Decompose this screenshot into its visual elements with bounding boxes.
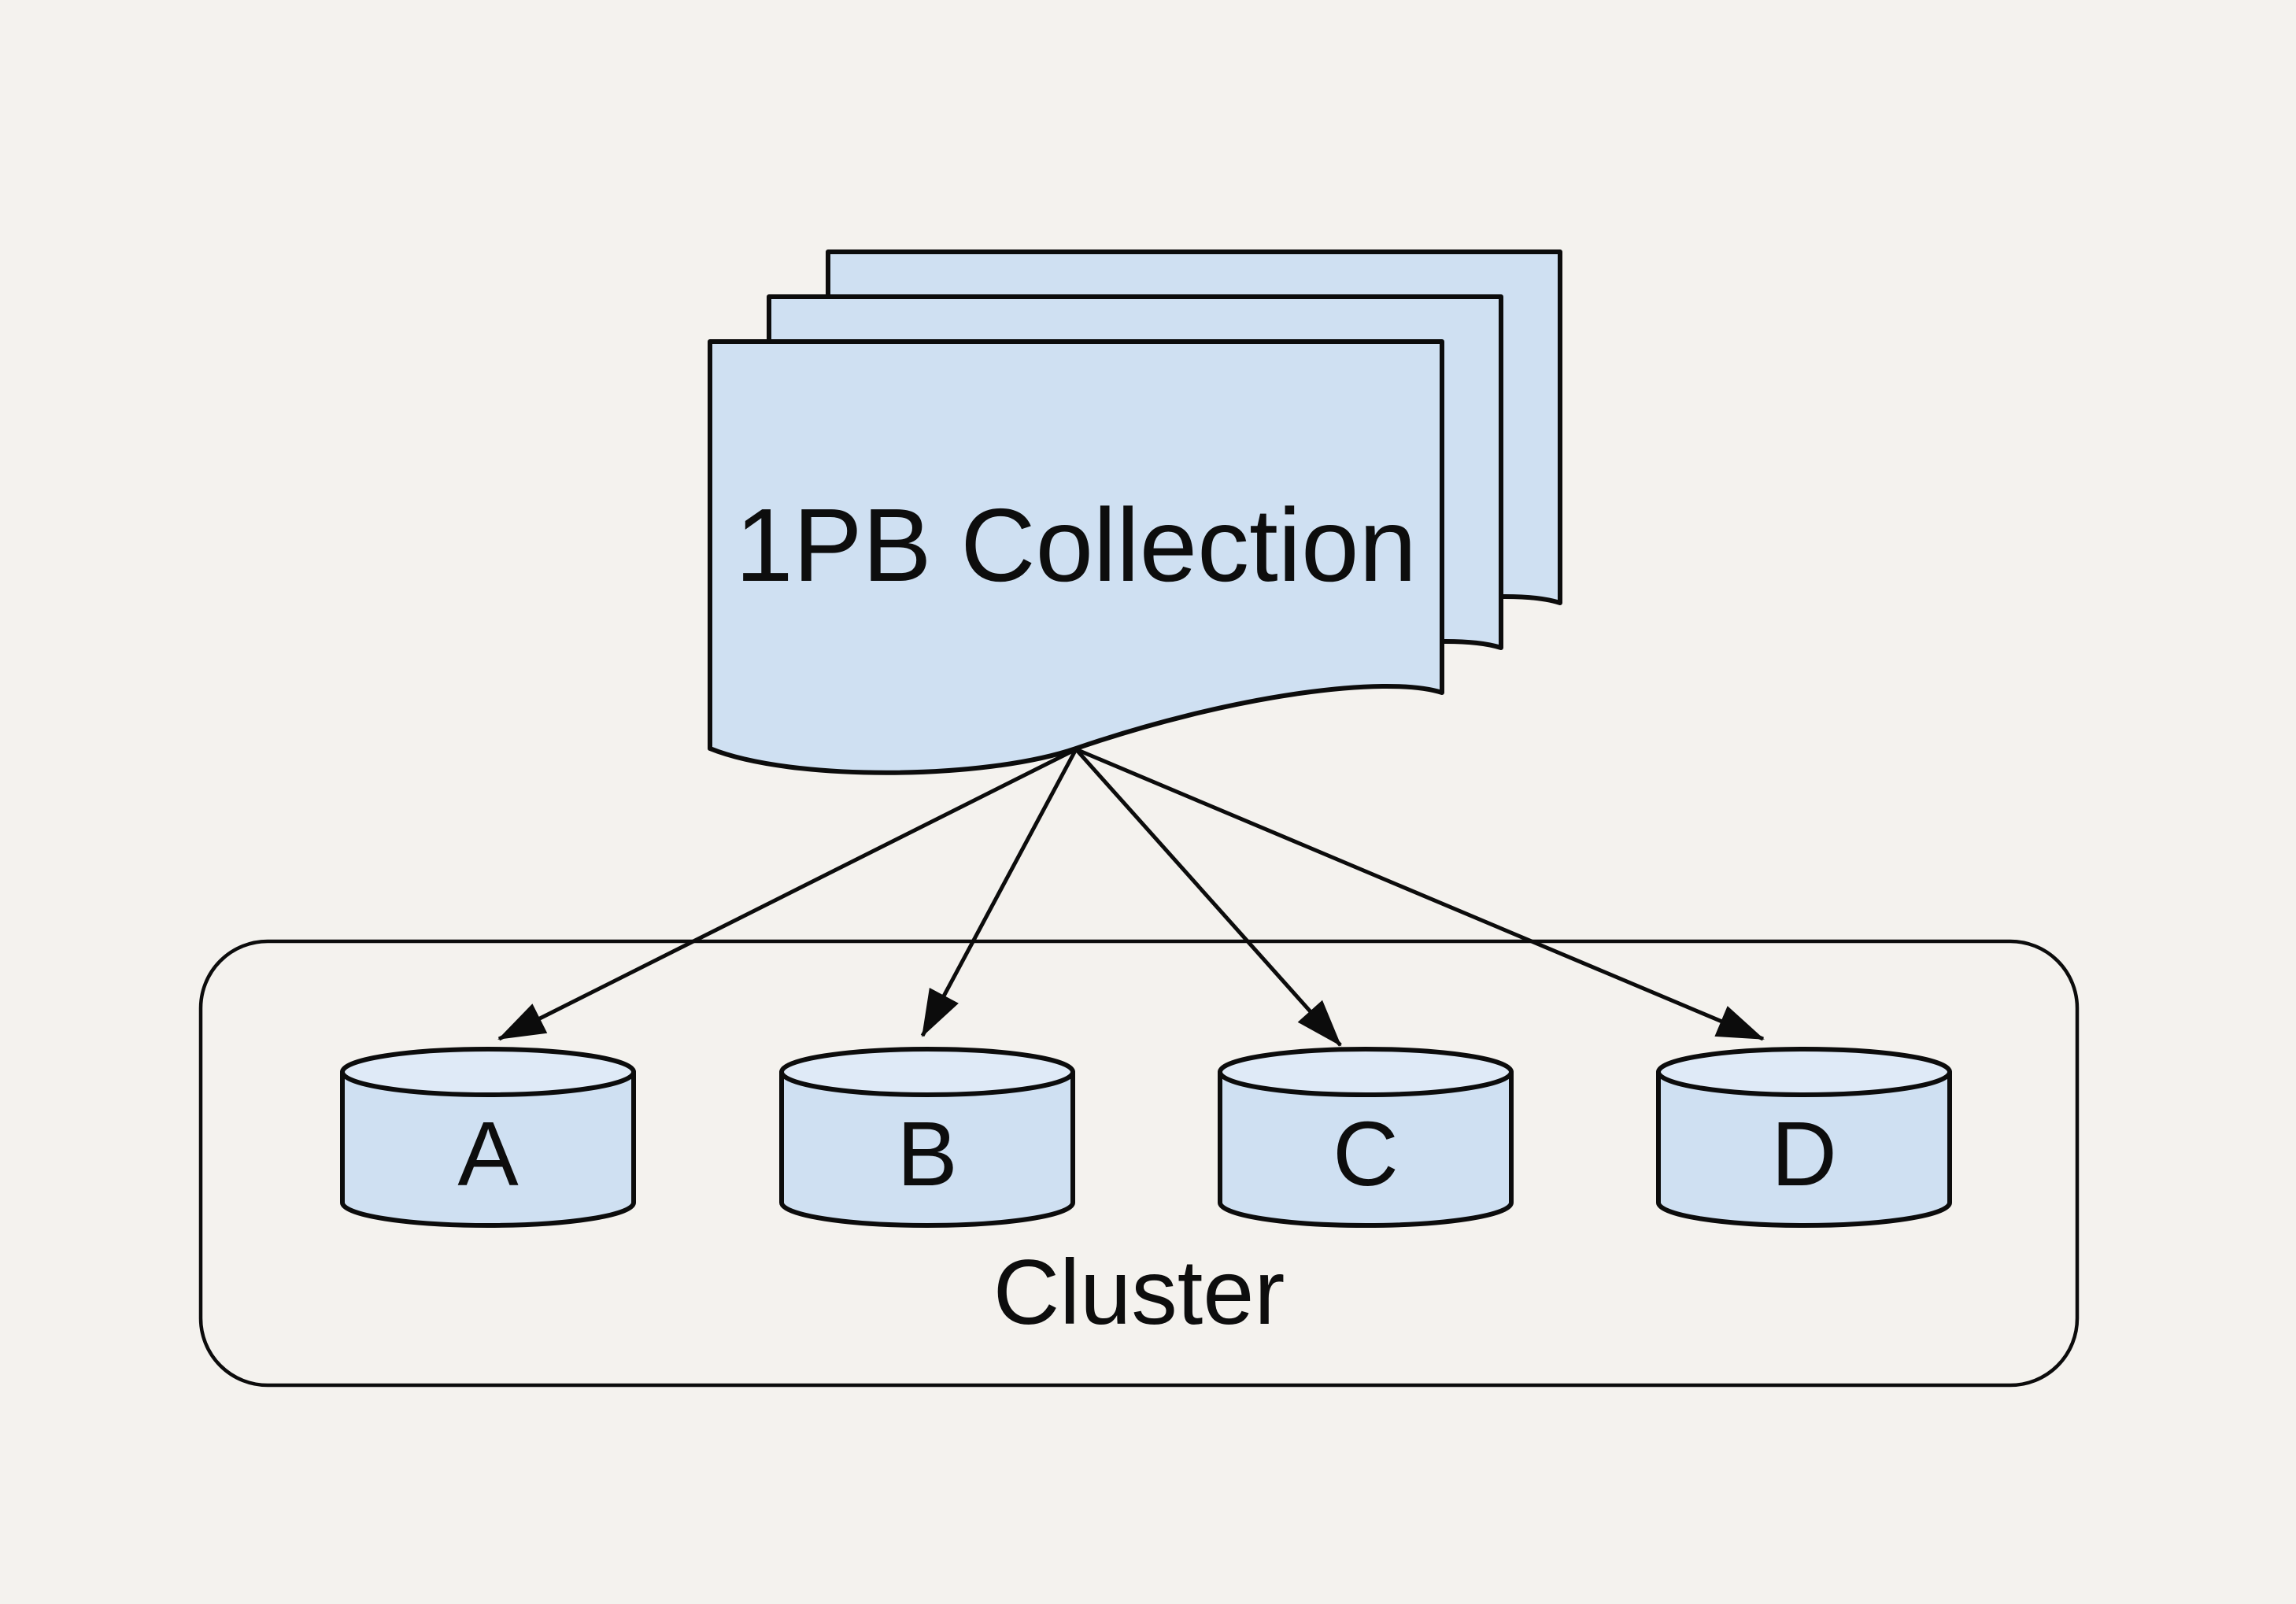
node-label-a: A — [457, 1103, 519, 1205]
arrow-collection-to-d — [1075, 747, 1765, 1041]
arrow-collection-to-c — [1074, 748, 1342, 1047]
cylinder-top-c — [1218, 1047, 1514, 1097]
cluster-label: Cluster — [993, 1240, 1285, 1343]
node-label-c: C — [1333, 1103, 1399, 1205]
database-cylinder-d: D — [1656, 1047, 1952, 1228]
cluster-container — [198, 939, 2080, 1388]
cylinder-top-b — [779, 1047, 1075, 1097]
document-page-front — [708, 339, 1444, 775]
cylinder-body-c — [1218, 1070, 1514, 1228]
database-cylinder-a: A — [340, 1047, 636, 1228]
cylinder-top-a — [340, 1047, 636, 1097]
database-cylinder-c: C — [1218, 1047, 1514, 1228]
cylinder-body-d — [1656, 1070, 1952, 1228]
cylinder-body-b — [779, 1070, 1075, 1228]
node-label-b: B — [897, 1103, 957, 1205]
arrow-collection-to-a — [497, 747, 1078, 1041]
cylinder-top-d — [1656, 1047, 1952, 1097]
node-label-d: D — [1771, 1103, 1837, 1205]
arrow-collection-to-b — [920, 748, 1078, 1037]
cylinder-body-a — [340, 1070, 636, 1228]
collection-label: 1PB Collection — [735, 487, 1417, 603]
database-cylinder-b: B — [779, 1047, 1075, 1228]
